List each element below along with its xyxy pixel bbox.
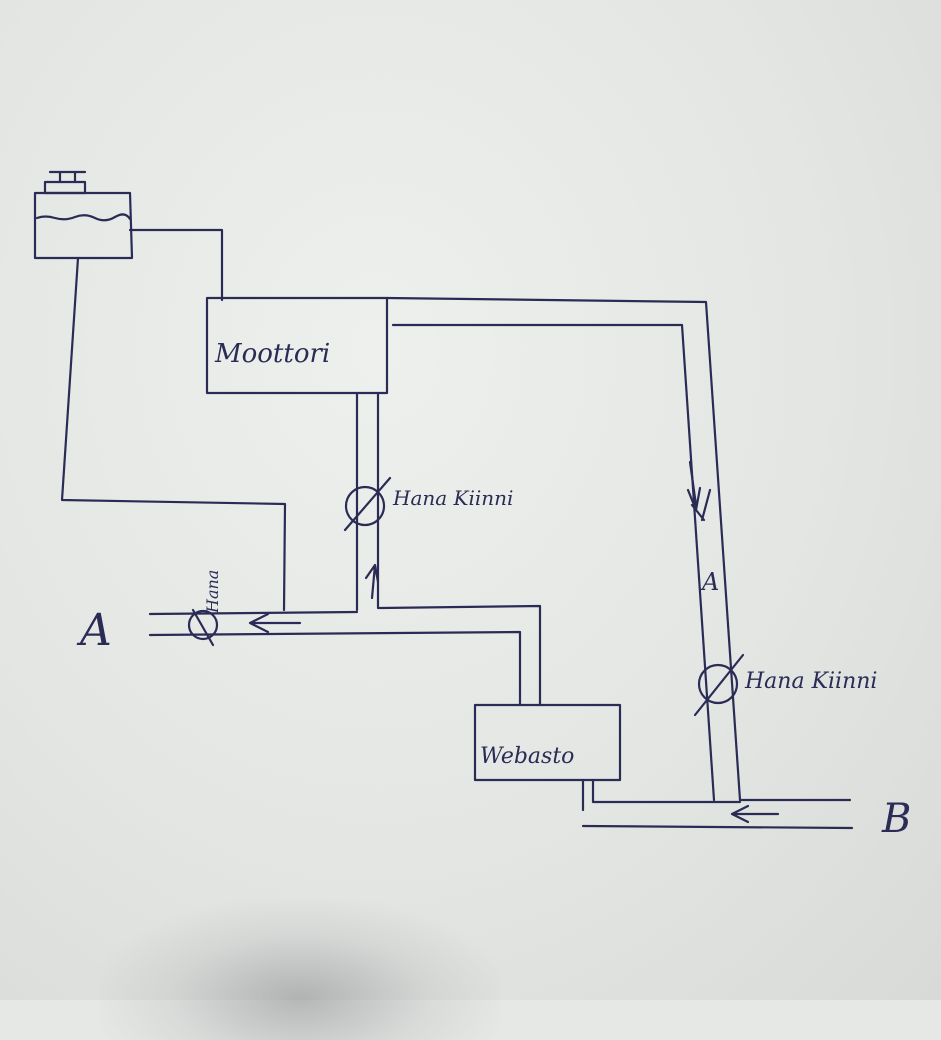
port-b-pipe-bottom — [581, 824, 854, 830]
valve-closed-left-icon — [343, 476, 392, 532]
port-a-pipe-bottom — [148, 630, 522, 707]
engine-outlet-pipe-inner — [391, 323, 716, 802]
expansion-tank — [33, 170, 134, 260]
paper-background — [0, 0, 941, 1000]
engine-label: Moottori — [214, 339, 330, 369]
port-a-pipe-top — [148, 610, 359, 616]
valve-closed-right-label: Hana Kiinni — [744, 669, 877, 694]
valve-closed-left-label: Hana Kiinni — [392, 486, 513, 510]
engine-outlet-pipe-outer — [385, 296, 742, 802]
tank-to-engine-pipe — [128, 228, 224, 302]
valve-a-icon — [187, 608, 219, 647]
port-b-label: B — [881, 796, 911, 842]
heater-label: Webasto — [480, 744, 574, 769]
pipe-label: A — [700, 568, 719, 596]
port-a-label: A — [76, 605, 112, 656]
heater-box — [473, 703, 622, 782]
engine-lower-pipe-right — [376, 391, 542, 707]
heater-outlet-pipe — [581, 778, 742, 812]
left-arrow-b-icon — [730, 804, 780, 824]
valve-closed-right-icon — [693, 653, 745, 717]
up-arrow-icon — [364, 563, 380, 600]
left-arrow-a-icon — [248, 612, 302, 634]
tank-return-pipe — [60, 256, 287, 612]
engine-box — [205, 296, 389, 395]
down-arrow-icon — [686, 460, 712, 522]
cooling-diagram: Moottori Webasto Hana Kiinni Hana Kiinni… — [33, 170, 911, 842]
valve-a-label: Hana — [203, 570, 222, 614]
